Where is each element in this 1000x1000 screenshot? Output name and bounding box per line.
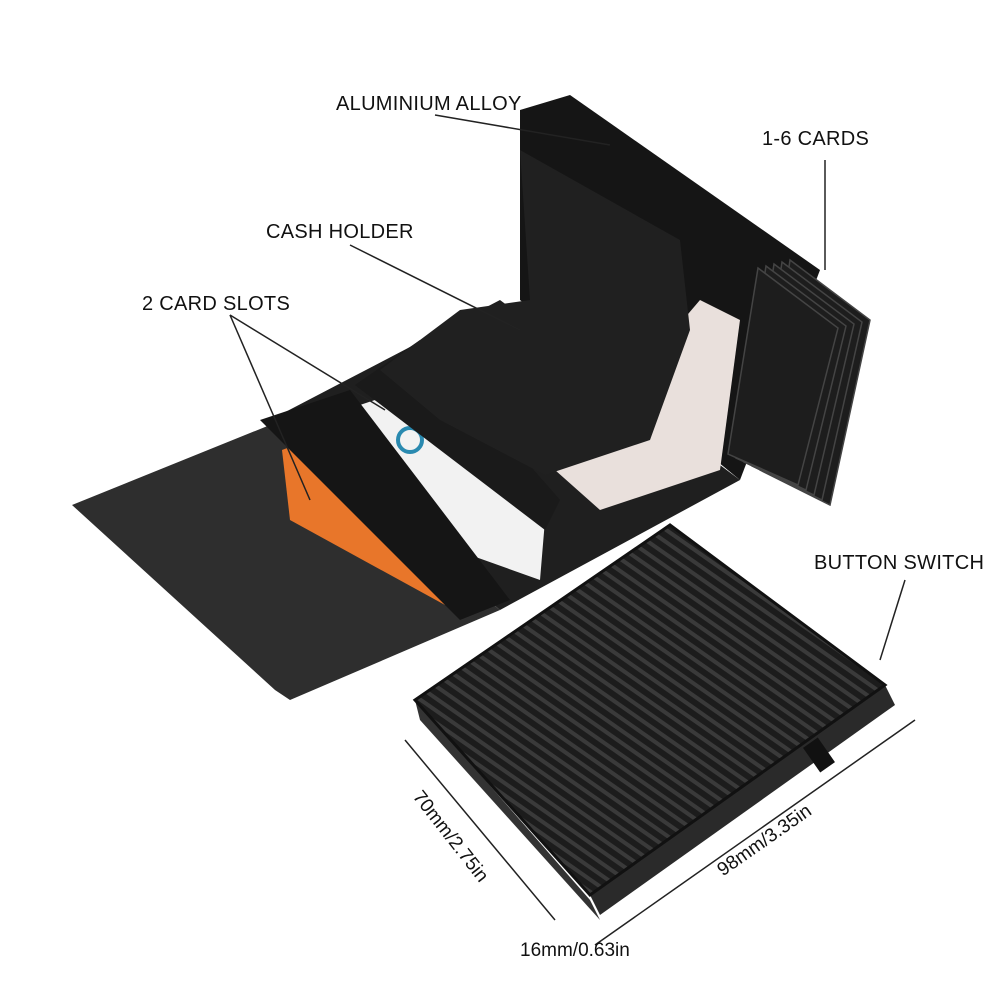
- dimension-arrows: [404, 719, 916, 946]
- label-button-switch: BUTTON SWITCH: [814, 552, 985, 574]
- label-aluminium-alloy: ALUMINIUM ALLOY: [336, 93, 522, 115]
- label-cash-holder: CASH HOLDER: [266, 221, 414, 243]
- dimension-thickness: 16mm/0.63in: [520, 940, 630, 961]
- leader-lines: [229, 114, 906, 661]
- closed-wallet-side: [415, 700, 600, 920]
- label-cards: 1-6 CARDS: [762, 128, 870, 150]
- card-slot-front: [260, 390, 510, 620]
- label-card-slots: 2 CARD SLOTS: [142, 293, 291, 315]
- closed-wallet-top: [412, 523, 888, 897]
- cash-holder-plate: [380, 150, 690, 475]
- cards-stack: [727, 258, 871, 507]
- button-switch: [803, 737, 835, 773]
- leather-wallet-body: [72, 425, 500, 700]
- white-card: [345, 385, 545, 580]
